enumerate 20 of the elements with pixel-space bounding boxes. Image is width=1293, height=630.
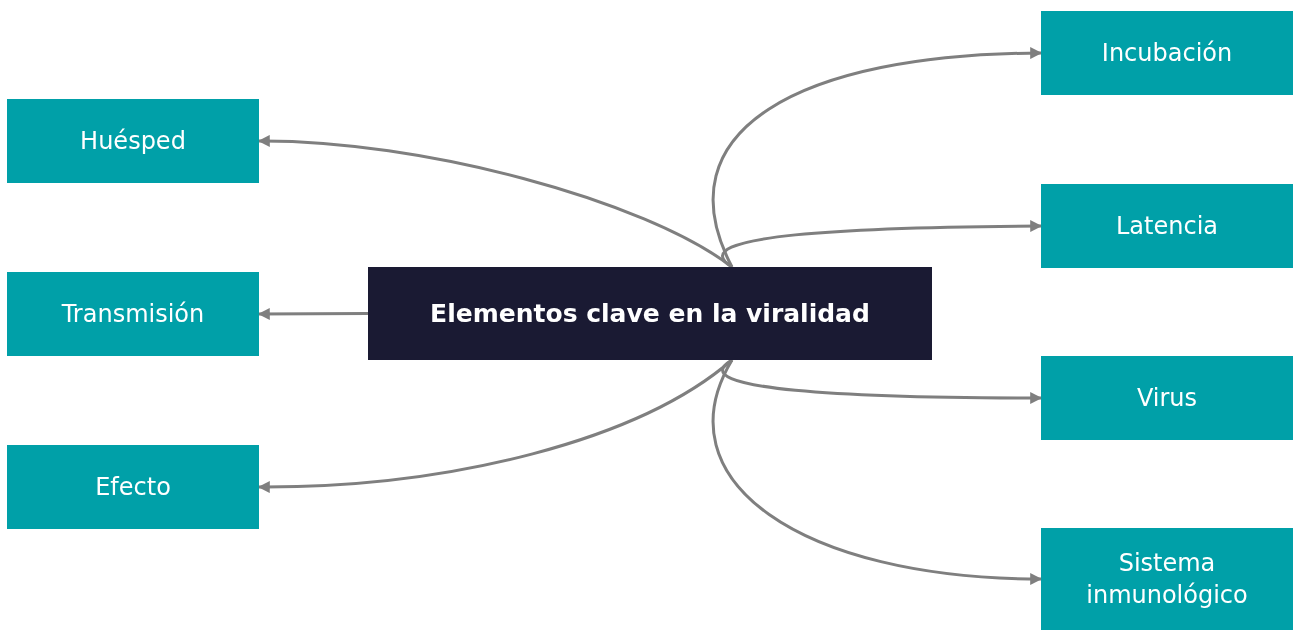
topic-box (1041, 356, 1293, 440)
topic-label: Efecto (95, 471, 171, 503)
central-topic-box (368, 267, 932, 360)
topic-box (7, 272, 259, 356)
topic-label: Incubación (1101, 37, 1233, 69)
topic-label: Huésped (80, 125, 186, 157)
topic-box (7, 99, 259, 183)
arrow (722, 358, 1043, 404)
topic-box (1041, 528, 1293, 630)
topic-label: Latencia (1115, 210, 1218, 242)
arrow (722, 220, 1043, 269)
topic-label: Transmisión (61, 298, 205, 330)
topic-label: Virus (1136, 382, 1198, 414)
topic-box (1041, 184, 1293, 268)
topic-box (1041, 11, 1293, 95)
topic-label: Sistema inmunológico (1085, 547, 1249, 611)
arrow (711, 47, 1043, 268)
arrow (711, 359, 1043, 585)
topic-label: Elementos clave en la viralidad (430, 297, 870, 330)
topic-box (7, 445, 259, 529)
